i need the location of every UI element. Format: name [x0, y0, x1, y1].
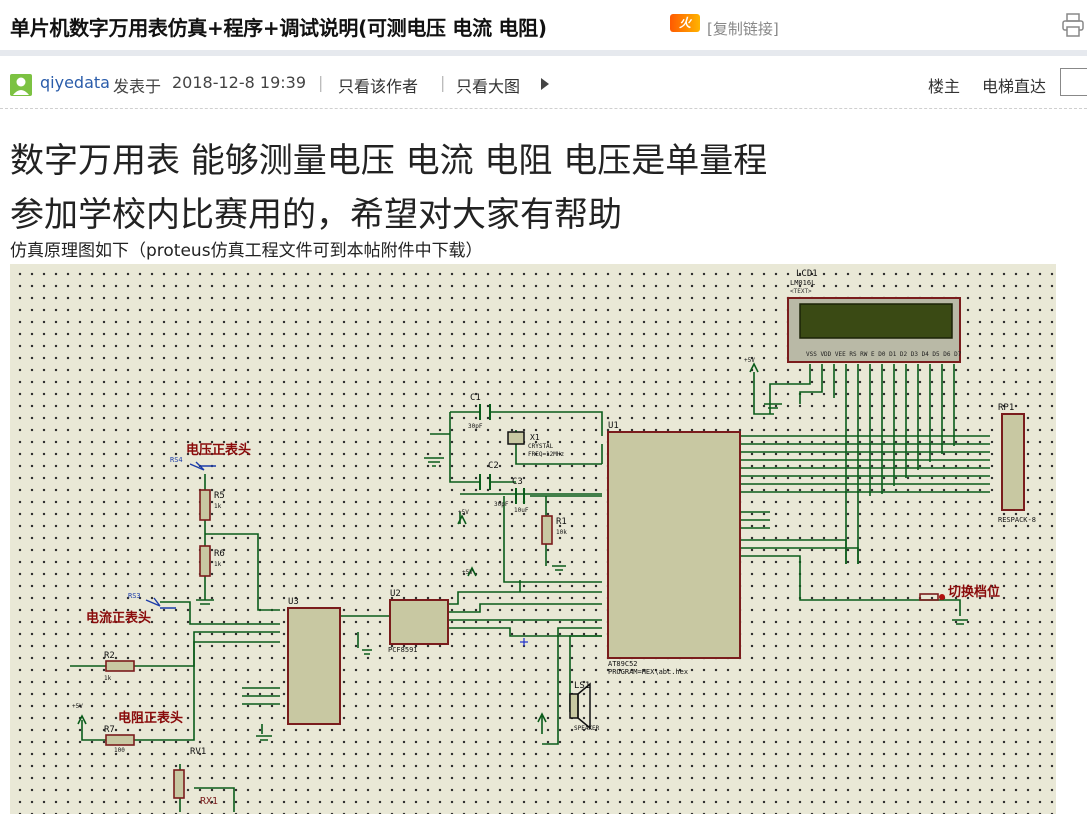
r5-value-label: 1k: [214, 503, 222, 510]
content-line-2: 参加学校内比赛用的，希望对大家有帮助: [10, 195, 622, 235]
u2-part-label: PCF8591: [388, 646, 418, 654]
r6-value-label: 1k: [214, 561, 222, 568]
floor-label: 楼主: [928, 77, 961, 96]
lcd-text-label: <TEXT>: [790, 288, 812, 295]
r6-ref-label: R6: [214, 549, 225, 559]
u3-ref-label: U3: [288, 597, 299, 607]
c3-value-label: 10uF: [514, 507, 529, 514]
content-line-1: 数字万用表 能够测量电压 电流 电阻 电压是单量程: [10, 141, 768, 181]
x1-freq-label: FREQ=12MHz: [528, 451, 565, 458]
rp1-part-label: RESPACK-8: [998, 516, 1036, 524]
u1-part-label: AT89C52: [608, 660, 638, 668]
c2-value-label: 30pF: [494, 501, 509, 508]
plus5v-label: +5V: [458, 509, 469, 516]
r7-ref-label: R7: [104, 725, 115, 735]
r1-ref-label: R1: [556, 517, 567, 527]
r7-value-label: 100: [114, 747, 125, 754]
copy-link-button[interactable]: [复制链接]: [707, 20, 779, 38]
rs3-label: RS3: [128, 592, 141, 600]
u1-ref-label: U1: [608, 421, 619, 431]
u2-ref-label: U2: [390, 589, 401, 599]
plus5v-label: +5V: [462, 569, 473, 576]
only-image-link[interactable]: 只看大图: [456, 77, 521, 96]
ls1-part-label: SPEAKER: [574, 725, 600, 732]
c3-ref-label: C3: [512, 477, 523, 487]
rx1-ref-label: RX1: [200, 796, 218, 807]
avatar-icon[interactable]: [10, 74, 32, 96]
c1-value-label: 30pF: [468, 423, 483, 430]
post-title-bar: 单片机数字万用表仿真+程序+调试说明(可测电压 电流 电阻) 火 [复制链接]: [0, 0, 1087, 56]
separator: |: [318, 73, 324, 92]
arrow-right-icon[interactable]: [541, 78, 549, 90]
u1-program-label: PROGRAM=HEX\abc.hex: [608, 668, 688, 676]
current-probe-label: 电流正表头: [86, 610, 151, 626]
voltage-probe-label: 电压正表头: [186, 442, 251, 458]
rp1-ref-label: RP1: [998, 403, 1014, 413]
schematic-caption: 仿真原理图如下（proteus仿真工程文件可到本帖附件中下载）: [10, 241, 483, 261]
post-title: 单片机数字万用表仿真+程序+调试说明(可测电压 电流 电阻): [10, 16, 547, 40]
post-meta-bar: qiyedata 发表于 2018-12-8 19:39 | 只看该作者 | 只…: [0, 56, 1087, 109]
c2-ref-label: C2: [488, 461, 499, 471]
schematic-image: LCD1 LM016L <TEXT> VSS VDD VEE RS RW E D…: [10, 264, 1056, 814]
hot-fire-icon: 火: [670, 14, 700, 32]
lcd-part-label: LM016L: [790, 279, 815, 287]
rs4-label: RS4: [170, 456, 183, 464]
r2-ref-label: R2: [104, 651, 115, 661]
elevator-label: 电梯直达: [982, 77, 1047, 96]
r1-value-label: 10k: [556, 529, 567, 536]
plus5v-label: +5V: [72, 703, 83, 710]
rv1-ref-label: RV1: [190, 747, 206, 757]
c1-ref-label: C1: [470, 393, 481, 403]
post-time: 2018-12-8 19:39: [172, 73, 306, 92]
lcd-pin-labels: VSS VDD VEE RS RW E D0 D1 D2 D3 D4 D5 D6…: [806, 351, 962, 358]
resistor-probe-label: 电阻正表头: [118, 710, 183, 726]
print-icon[interactable]: [1062, 13, 1084, 37]
plus5v-label: +5V: [744, 357, 755, 364]
switch-range-label: 切换档位: [948, 584, 1000, 600]
only-author-link[interactable]: 只看该作者: [338, 77, 419, 96]
x1-part-label: CRYSTAL: [528, 443, 554, 450]
x1-ref-label: X1: [530, 433, 540, 442]
lcd-ref-label: LCD1: [796, 269, 818, 279]
r2-value-label: 1k: [104, 675, 112, 682]
posted-label: 发表于: [113, 77, 162, 96]
ls1-ref-label: LS1: [574, 681, 590, 691]
separator: |: [440, 73, 446, 92]
author-link[interactable]: qiyedata: [40, 73, 110, 92]
elevator-floor-input[interactable]: [1060, 68, 1087, 96]
r5-ref-label: R5: [214, 491, 225, 501]
